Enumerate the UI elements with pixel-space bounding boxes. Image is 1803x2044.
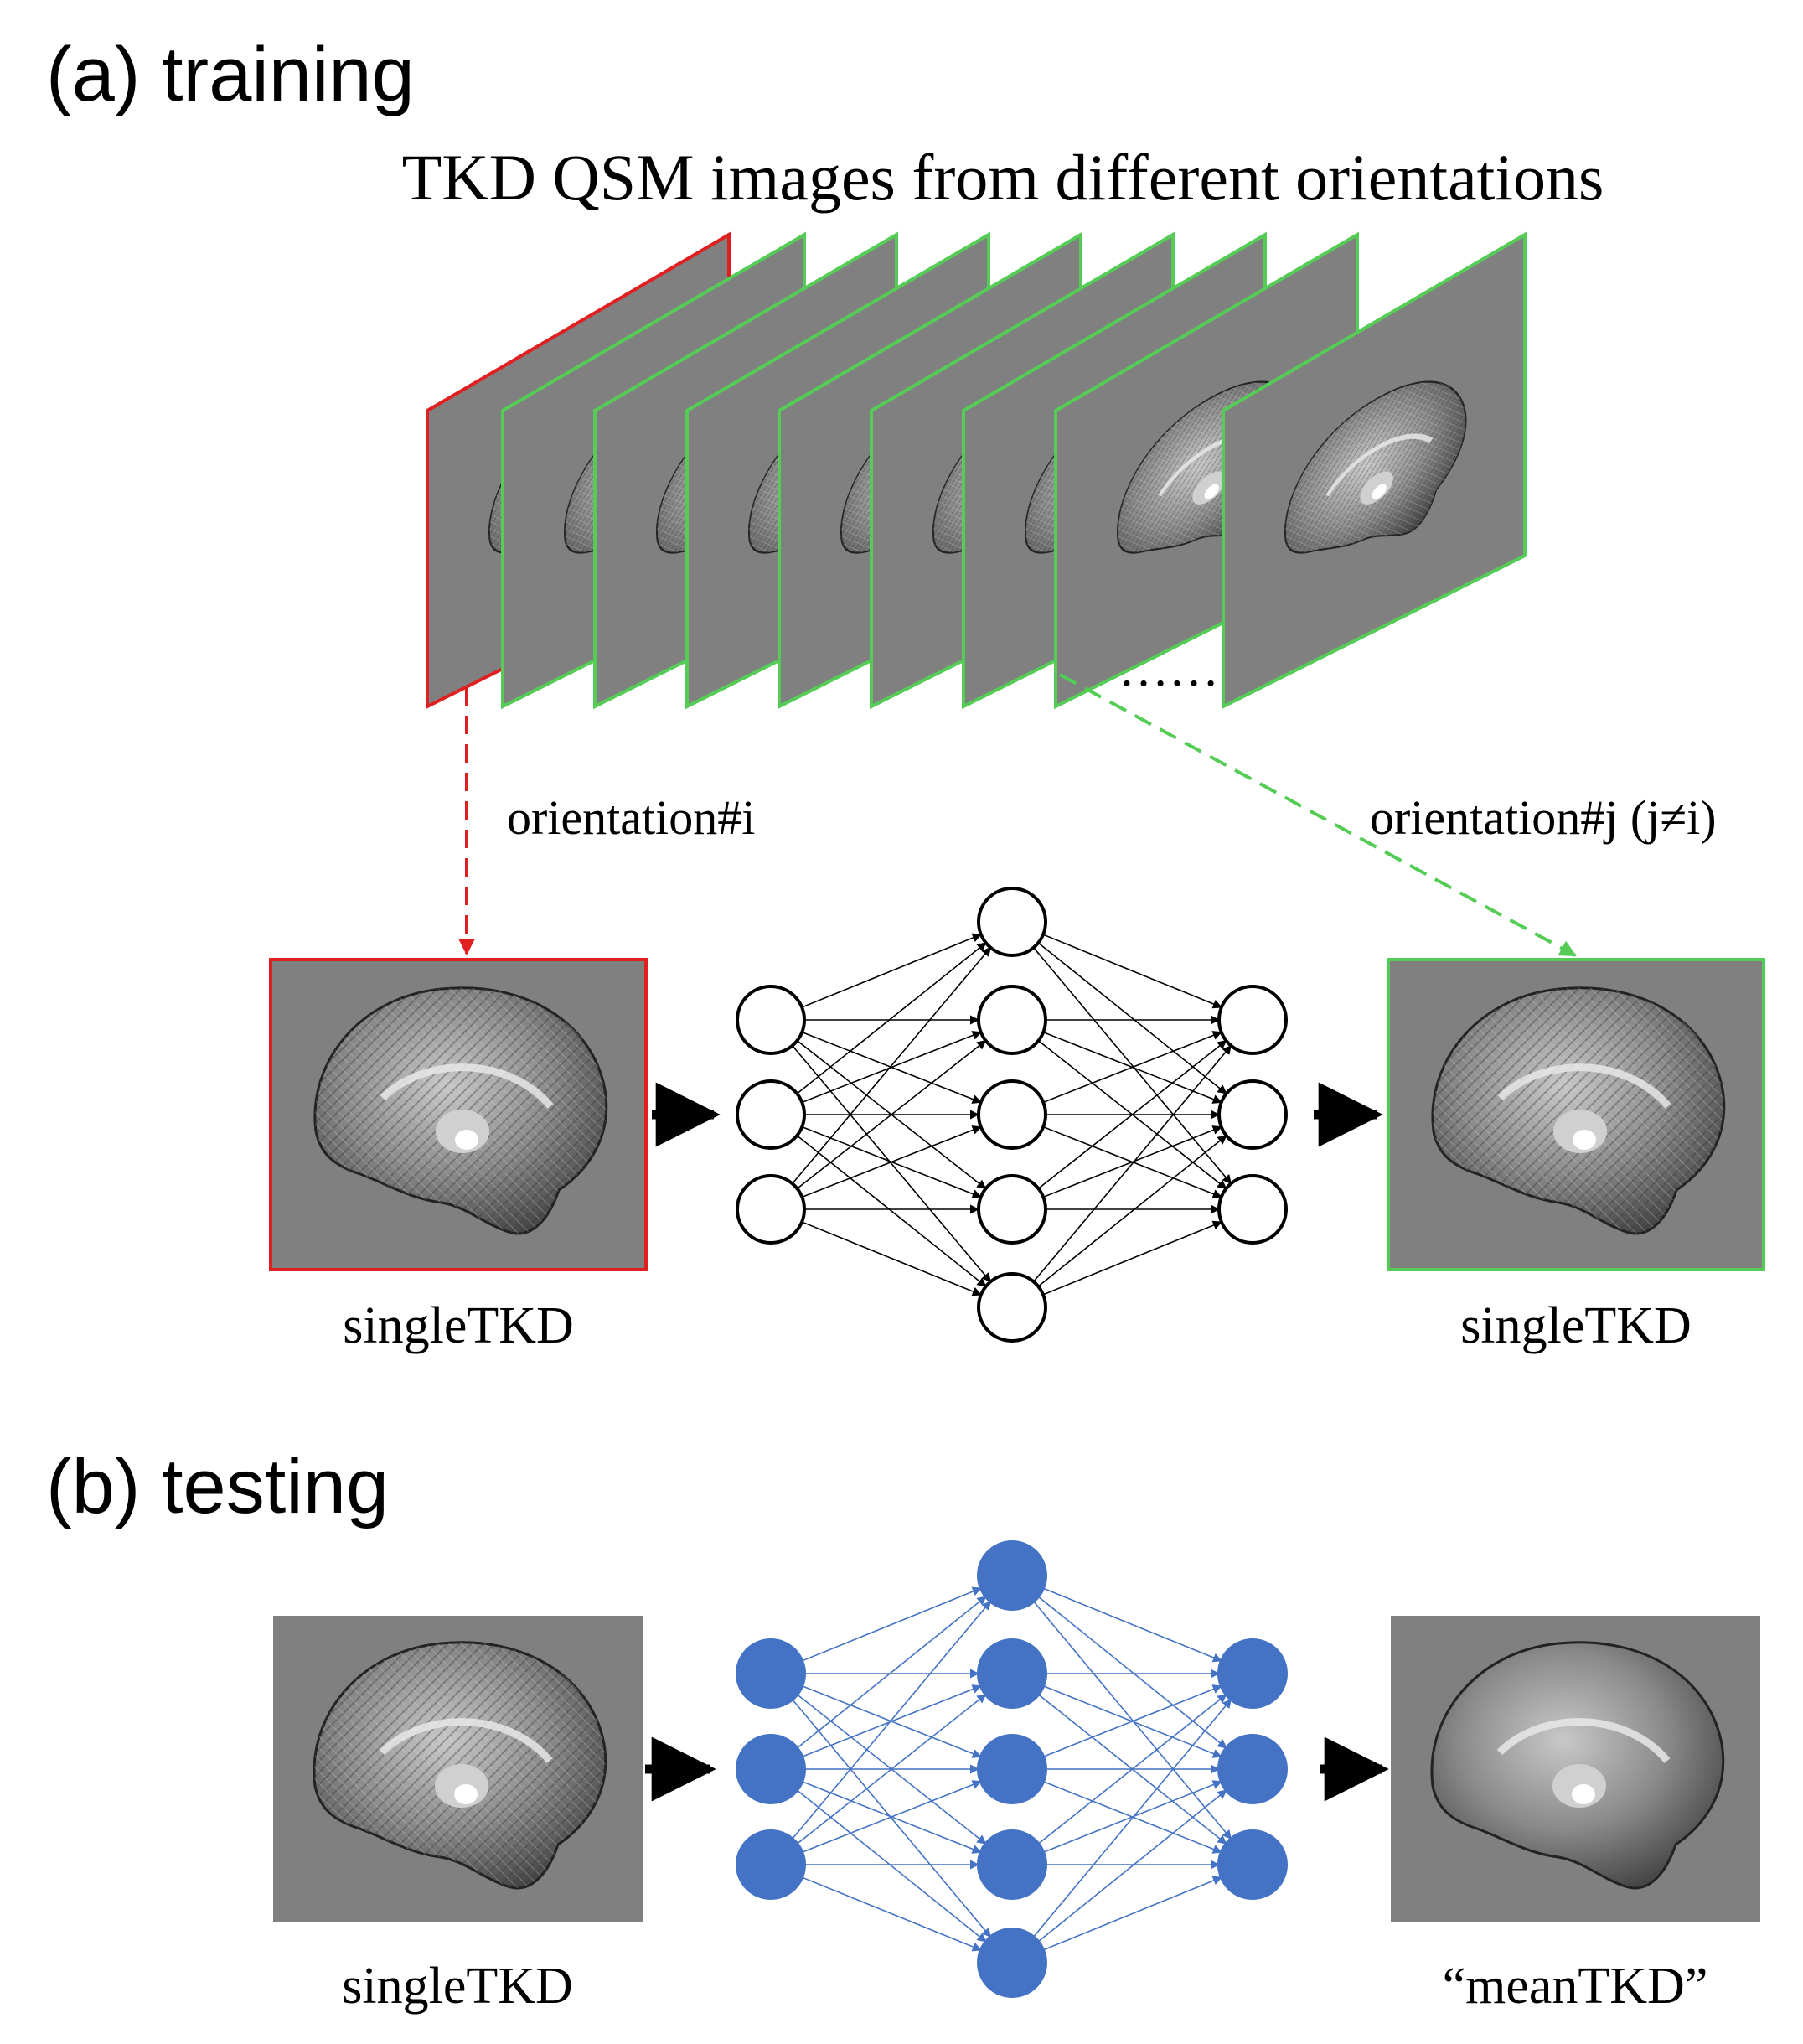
network-node	[977, 1540, 1047, 1611]
testing-output-image	[1391, 1616, 1760, 1922]
network-connection	[1042, 1876, 1222, 1951]
network-node	[736, 1638, 806, 1709]
network-connection	[792, 946, 991, 1184]
testing-input-caption: singleTKD	[342, 1958, 573, 2015]
testing-input-image	[273, 1616, 643, 1922]
network-connection	[1042, 1587, 1222, 1663]
network-connection	[1037, 1596, 1227, 1749]
network-connection	[792, 1699, 992, 1938]
network-connection	[1033, 947, 1232, 1185]
network-node	[977, 1174, 1047, 1245]
network-connection	[1037, 1135, 1227, 1287]
panel-a-heading: (a) training	[46, 32, 415, 117]
network-node	[736, 1079, 806, 1150]
training-output-caption: singleTKD	[1460, 1297, 1692, 1354]
stack-title: TKD QSM images from different orientatio…	[402, 141, 1604, 214]
network-connection	[796, 1135, 987, 1287]
network-node	[1217, 1174, 1288, 1245]
network-connection	[801, 1876, 982, 1952]
network-connection	[796, 1596, 987, 1749]
network-node	[736, 1174, 806, 1245]
network-connection	[1032, 1601, 1232, 1840]
training-neural-network	[736, 887, 1288, 1343]
network-connection	[801, 933, 982, 1008]
network-connection	[801, 1125, 982, 1198]
orientation-slice-stack	[426, 231, 1527, 710]
ellipsis: ……	[1118, 641, 1219, 696]
network-connection	[1037, 1040, 1227, 1189]
brain-slice-icon	[1431, 986, 1726, 1235]
network-connection	[1033, 1044, 1232, 1282]
network-connection	[1037, 942, 1227, 1094]
orientation-slice	[1222, 231, 1527, 710]
network-node	[736, 985, 806, 1055]
network-node	[977, 985, 1047, 1055]
network-connection	[796, 942, 987, 1094]
network-node	[977, 1079, 1047, 1150]
network-node	[977, 1272, 1047, 1343]
network-connection	[801, 1684, 982, 1758]
network-node	[977, 887, 1047, 957]
network-node	[1217, 1638, 1288, 1709]
network-connection	[1042, 1125, 1222, 1198]
network-connection	[1042, 1220, 1222, 1296]
network-connection	[792, 1045, 991, 1283]
network-node	[977, 1638, 1047, 1709]
network-node	[1217, 1829, 1288, 1900]
brain-slice-icon	[1430, 1641, 1725, 1890]
network-node	[736, 1734, 806, 1804]
network-connection	[1037, 1694, 1227, 1845]
network-connection	[1042, 1780, 1222, 1853]
network-connection	[1042, 934, 1222, 1009]
network-node	[1217, 1734, 1288, 1804]
network-connection	[796, 1040, 987, 1189]
network-node	[977, 1829, 1047, 1900]
network-connection	[796, 1789, 987, 1943]
input-orientation-label: orientation#i	[507, 790, 755, 845]
network-node	[977, 1734, 1047, 1804]
training-input-caption: singleTKD	[343, 1297, 574, 1354]
network-node	[736, 1829, 806, 1900]
training-input-image	[269, 958, 648, 1271]
network-node	[977, 1928, 1047, 1998]
network-node	[1217, 985, 1288, 1055]
panel-b-heading: (b) testing	[46, 1444, 389, 1529]
network-connection	[801, 1031, 982, 1104]
network-connection	[1042, 1684, 1222, 1757]
network-connection	[801, 1586, 982, 1662]
testing-output-caption: “meanTKD”	[1443, 1958, 1708, 2015]
network-connection	[796, 1694, 987, 1845]
network-connection	[1042, 1031, 1222, 1104]
brain-slice-icon	[313, 986, 608, 1235]
training-target-image	[1387, 958, 1765, 1271]
network-connection	[1037, 1789, 1227, 1943]
target-orientation-label: orientation#j (j≠i)	[1370, 790, 1717, 845]
network-connection	[801, 1221, 982, 1296]
brain-slice-icon	[313, 1641, 607, 1890]
network-node	[1217, 1079, 1288, 1150]
target-orientation-connector	[1059, 673, 1577, 957]
testing-neural-network	[736, 1540, 1288, 1998]
network-connection	[792, 1600, 992, 1840]
network-connection	[801, 1780, 982, 1854]
network-connection	[1032, 1698, 1232, 1938]
